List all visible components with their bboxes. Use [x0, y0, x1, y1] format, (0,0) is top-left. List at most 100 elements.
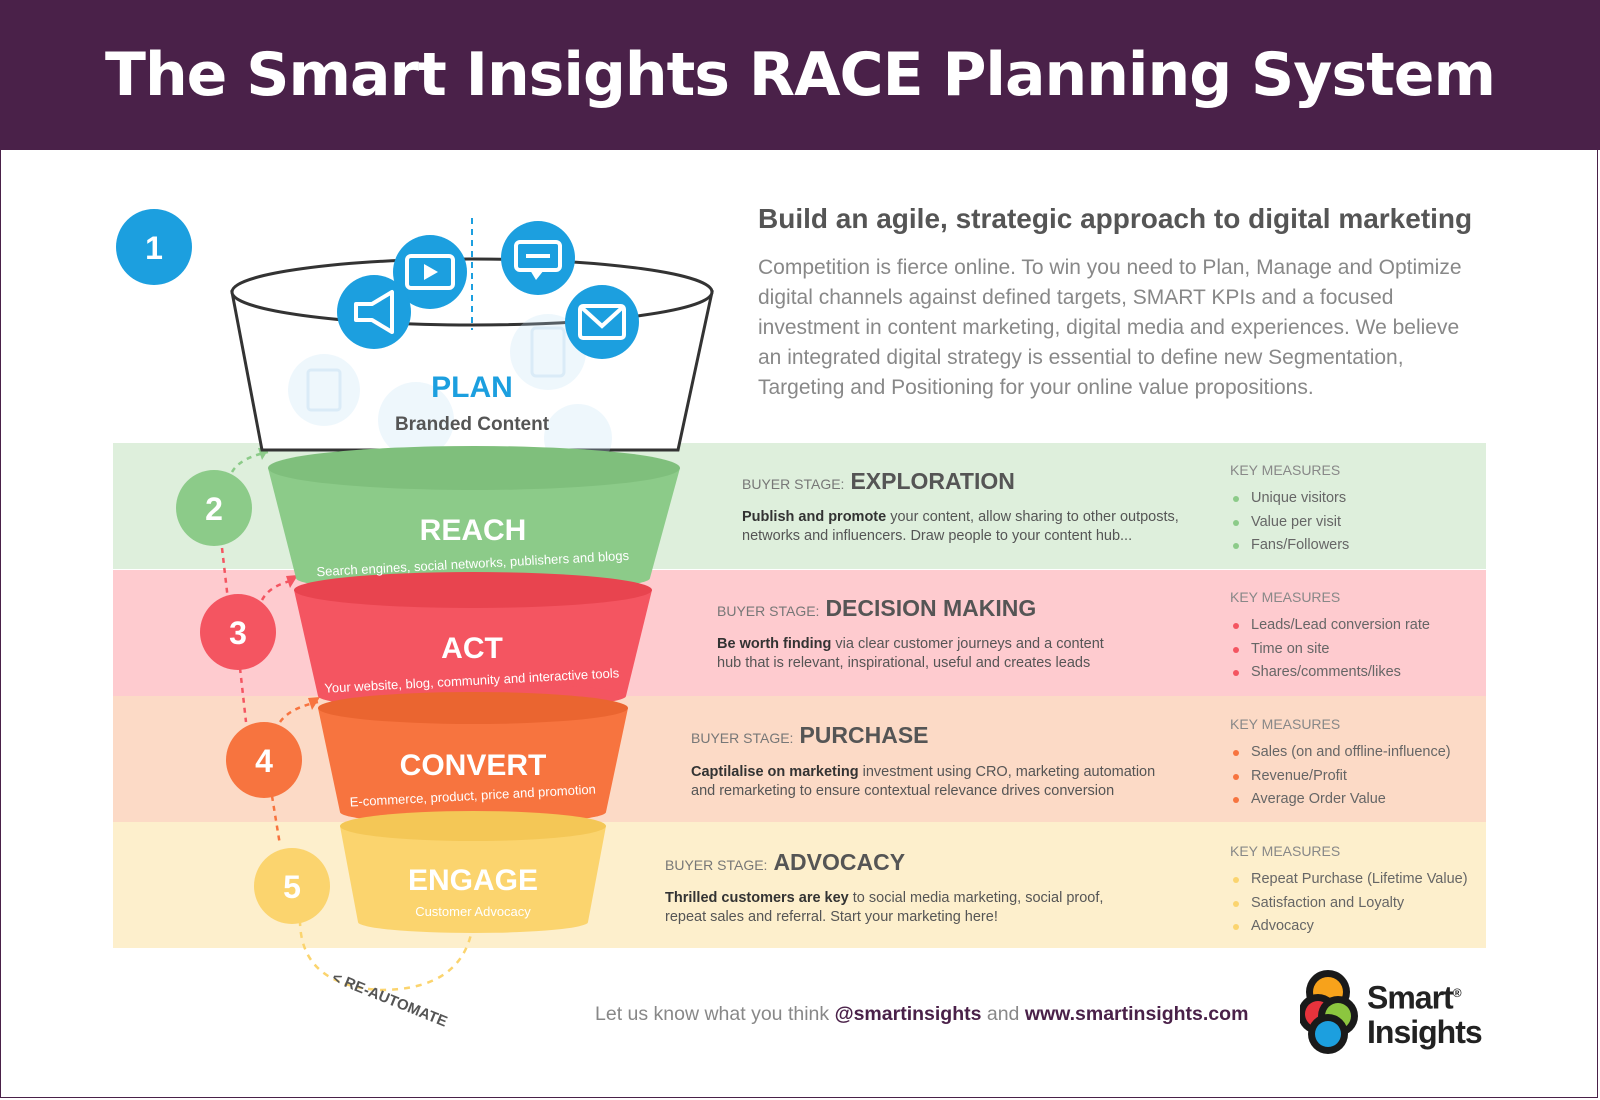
buyer-stage-name: PURCHASE — [799, 722, 929, 748]
twitter-handle-link[interactable]: @smartinsights — [834, 1003, 982, 1025]
list-item: Leads/Lead conversion rate — [1233, 614, 1430, 638]
engage-measures-title: KEY MEASURES — [1230, 843, 1341, 859]
bullet-icon — [1233, 877, 1239, 883]
convert-buyer-stage: BUYER STAGE: PURCHASE — [691, 722, 929, 749]
mail-icon — [565, 285, 639, 359]
flow-arrow-1-2 — [230, 450, 269, 473]
measure-text: Shares/comments/likes — [1251, 664, 1401, 680]
buyer-stage-name: EXPLORATION — [850, 468, 1015, 494]
measure-text: Average Order Value — [1251, 791, 1386, 807]
engage-label: ENGAGE — [408, 864, 538, 897]
list-item: Shares/comments/likes — [1233, 661, 1430, 685]
reautomate-loop — [298, 919, 474, 992]
reach-funnel-section — [268, 468, 680, 578]
flow-arrow-3-4 — [278, 700, 319, 723]
desc-bold: Publish and promote — [742, 509, 887, 525]
engage-funnel-section — [340, 826, 606, 922]
measure-text: Value per visit — [1251, 513, 1341, 530]
bullet-icon — [1233, 623, 1239, 629]
act-buyer-stage: BUYER STAGE: DECISION MAKING — [717, 595, 1036, 622]
step-4-circle — [226, 722, 302, 798]
reach-description: Publish and promote your content, allow … — [742, 508, 1232, 546]
bullet-icon — [1233, 773, 1239, 780]
website-link[interactable]: www.smartinsights.com — [1024, 1003, 1249, 1025]
bullet-icon — [1233, 543, 1239, 549]
desc-rest: investment using CRO, marketing automati… — [691, 764, 1156, 799]
buyer-stage-prefix: BUYER STAGE: — [665, 857, 768, 873]
buyer-stage-prefix: BUYER STAGE: — [717, 603, 820, 619]
list-item: Satisfaction and Loyalty — [1233, 892, 1468, 916]
bullet-icon — [1233, 646, 1239, 653]
page-title: The Smart Insights RACE Planning System — [105, 40, 1496, 110]
list-item: Unique visitors — [1233, 487, 1349, 511]
act-measures-list: Leads/Lead conversion rate Time on site … — [1233, 614, 1430, 685]
list-item: Sales (on and offline-influence) — [1233, 741, 1451, 765]
footer-prefix: Let us know what you think — [595, 1003, 835, 1025]
step-3-circle — [200, 594, 276, 670]
measure-text: Fans/Followers — [1251, 537, 1350, 553]
list-item: Revenue/Profit — [1233, 765, 1451, 789]
buyer-stage-name: DECISION MAKING — [825, 595, 1037, 621]
measure-text: Sales (on and offline-influence) — [1251, 744, 1451, 760]
list-item: Time on site — [1233, 638, 1430, 662]
list-item: Advocacy — [1233, 915, 1468, 939]
reach-measures-list: Unique visitors Value per visit Fans/Fol… — [1233, 487, 1349, 558]
reach-buyer-stage: BUYER STAGE: EXPLORATION — [742, 468, 1015, 495]
convert-funnel-section — [318, 708, 628, 812]
calendar-icon — [378, 382, 454, 458]
buyer-stage-prefix: BUYER STAGE: — [691, 730, 794, 746]
logo-line2: Insights — [1367, 1013, 1483, 1050]
convert-description: Captilalise on marketing investment usin… — [691, 763, 1161, 801]
bullet-icon — [1233, 797, 1239, 803]
flow-line-4-5 — [270, 795, 282, 846]
desc-bold: Be worth finding — [717, 636, 832, 652]
intro-body: Competition is fierce online. To win you… — [758, 256, 1462, 399]
engage-sublabel: Customer Advocacy — [415, 904, 531, 919]
step-5-circle — [254, 848, 330, 924]
desc-bold: Thrilled customers are key — [665, 890, 849, 906]
flow-line-3-4 — [238, 667, 248, 723]
flow-arrowhead-2-3 — [286, 575, 298, 588]
act-measures-title: KEY MEASURES — [1230, 589, 1341, 605]
flow-line-2-3 — [220, 547, 230, 601]
engage-buyer-stage: BUYER STAGE: ADVOCACY — [665, 849, 905, 876]
flow-arrow-2-3 — [260, 578, 296, 601]
list-item: Fans/Followers — [1233, 534, 1349, 558]
list-item: Repeat Purchase (Lifetime Value) — [1233, 868, 1468, 892]
measure-text: Repeat Purchase (Lifetime Value) — [1251, 871, 1468, 887]
step-1-number: 1 — [145, 230, 163, 266]
measure-text: Revenue/Profit — [1251, 767, 1347, 784]
band-engage — [113, 822, 1486, 948]
measure-text: Time on site — [1251, 640, 1330, 657]
video-icon — [393, 235, 467, 309]
desc-rest: to social media marketing, social proof,… — [665, 890, 1104, 925]
measure-text: Satisfaction and Loyalty — [1251, 894, 1405, 911]
reautomate-label: < RE-AUTOMATE — [330, 969, 450, 1031]
bullet-icon — [1233, 750, 1239, 756]
plan-sublabel: Branded Content — [395, 414, 550, 435]
convert-measures-title: KEY MEASURES — [1230, 716, 1341, 732]
logo-line1: Smart — [1367, 979, 1454, 1016]
desc-bold: Captilalise on marketing — [691, 764, 859, 780]
convert-measures-list: Sales (on and offline-influence) Revenue… — [1233, 741, 1451, 812]
desc-rest: via clear customer journeys and a conten… — [717, 636, 1104, 671]
list-item: Value per visit — [1233, 511, 1349, 535]
header-bar: The Smart Insights RACE Planning System — [0, 0, 1600, 150]
race-funnel-diagram: 1 2 3 4 5 PLAN Branded Content REACH Sea… — [116, 209, 714, 1031]
reach-measures-title: KEY MEASURES — [1230, 462, 1341, 478]
footer-middle: and — [981, 1003, 1025, 1025]
step-3-number: 3 — [229, 615, 247, 651]
step-2-circle — [176, 470, 252, 546]
convert-label: CONVERT — [400, 749, 547, 782]
intro-heading: Build an agile, strategic approach to di… — [758, 203, 1473, 234]
bullet-icon — [1233, 900, 1239, 907]
megaphone-icon — [337, 275, 411, 349]
act-description: Be worth finding via clear customer jour… — [717, 635, 1117, 673]
list-item: Average Order Value — [1233, 788, 1451, 812]
act-label: ACT — [441, 632, 503, 665]
step-4-number: 4 — [255, 743, 273, 779]
buyer-stage-name: ADVOCACY — [773, 849, 906, 875]
bullet-icon — [1233, 924, 1239, 930]
desc-rest: your content, allow sharing to other out… — [742, 509, 1179, 544]
bullet-icon — [1233, 670, 1239, 676]
